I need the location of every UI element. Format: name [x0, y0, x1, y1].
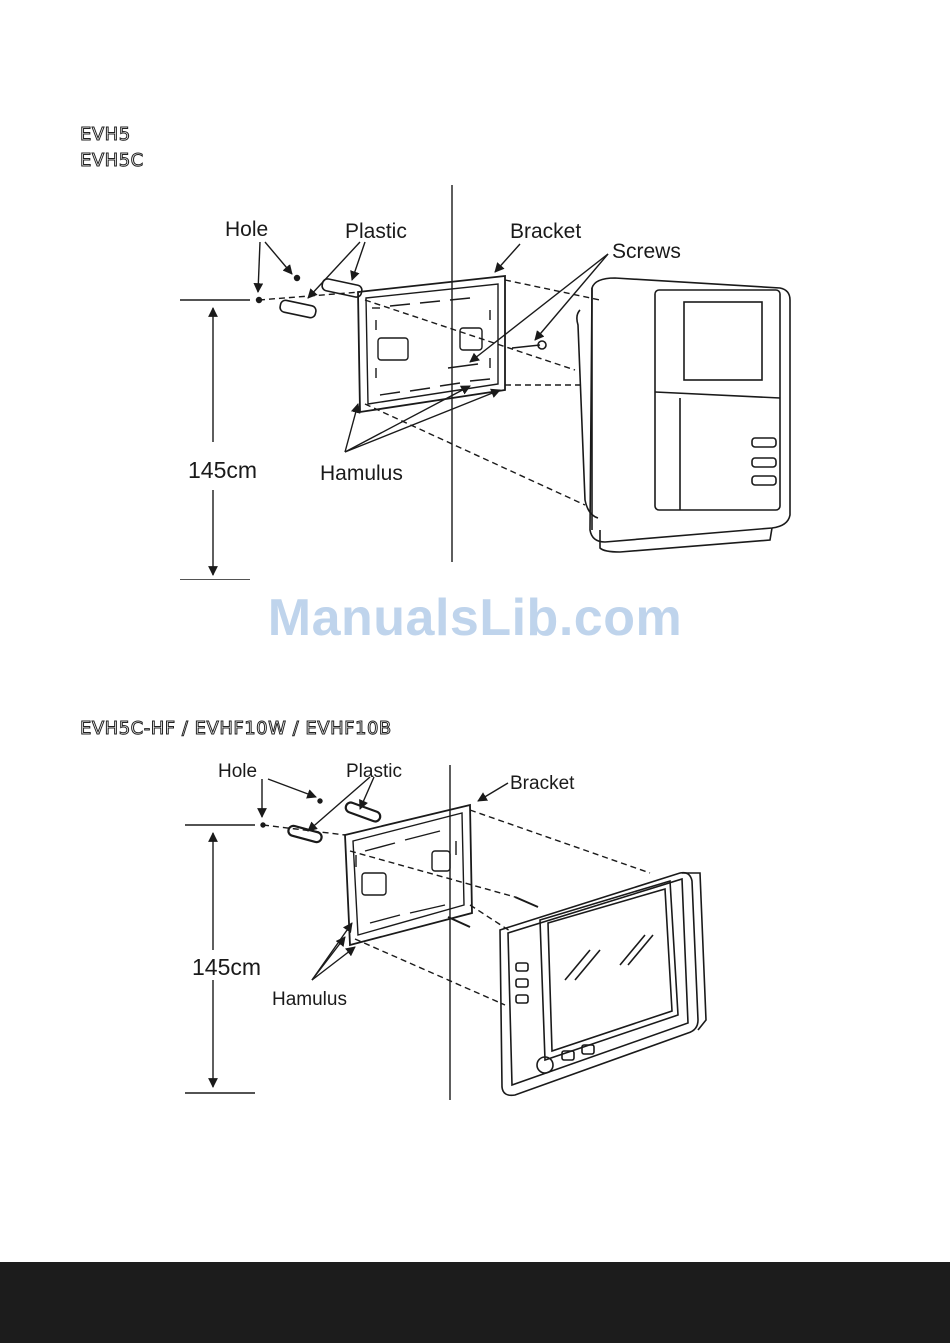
- callout-bracket: Bracket: [510, 220, 581, 243]
- installation-diagram-evhf10: Hole Plastic Bracket Hamulus 145cm: [0, 755, 950, 1105]
- intercom-unit-evhf10: [500, 873, 706, 1096]
- model-label-evh5: EVH5: [80, 124, 131, 145]
- intercom-unit-evh5: [577, 278, 790, 552]
- hole-top: [295, 276, 300, 281]
- callout-plastic: Plastic: [345, 220, 407, 243]
- callout-hamulus: Hamulus: [320, 462, 403, 485]
- callout-screws: Screws: [612, 240, 681, 263]
- bracket-plate: [358, 276, 505, 412]
- screen: [548, 889, 672, 1051]
- height-label: 145cm: [188, 457, 257, 483]
- bracket-plate: [345, 805, 472, 945]
- hole-top: [318, 799, 322, 803]
- installation-diagram-evh5: Hole Plastic Bracket Screws Hamulus 145c…: [0, 180, 950, 580]
- callout-bracket: Bracket: [510, 773, 575, 794]
- callout-hole: Hole: [225, 218, 268, 241]
- height-dimension: [180, 300, 250, 580]
- height-label: 145cm: [192, 954, 261, 980]
- model-label-evh5c-hf: EVH5C-HF / EVHF10W / EVHF10B: [80, 718, 392, 739]
- screws: [448, 341, 546, 368]
- watermark: ManualsLib.com: [0, 588, 950, 648]
- model-label-evh5c: EVH5C: [80, 150, 144, 171]
- screen: [684, 302, 762, 380]
- callout-plastic: Plastic: [346, 761, 402, 782]
- footer-bar: [0, 1262, 950, 1343]
- callout-hole: Hole: [218, 761, 257, 782]
- guide-lines-1: [259, 280, 600, 505]
- callout-hamulus: Hamulus: [272, 989, 347, 1010]
